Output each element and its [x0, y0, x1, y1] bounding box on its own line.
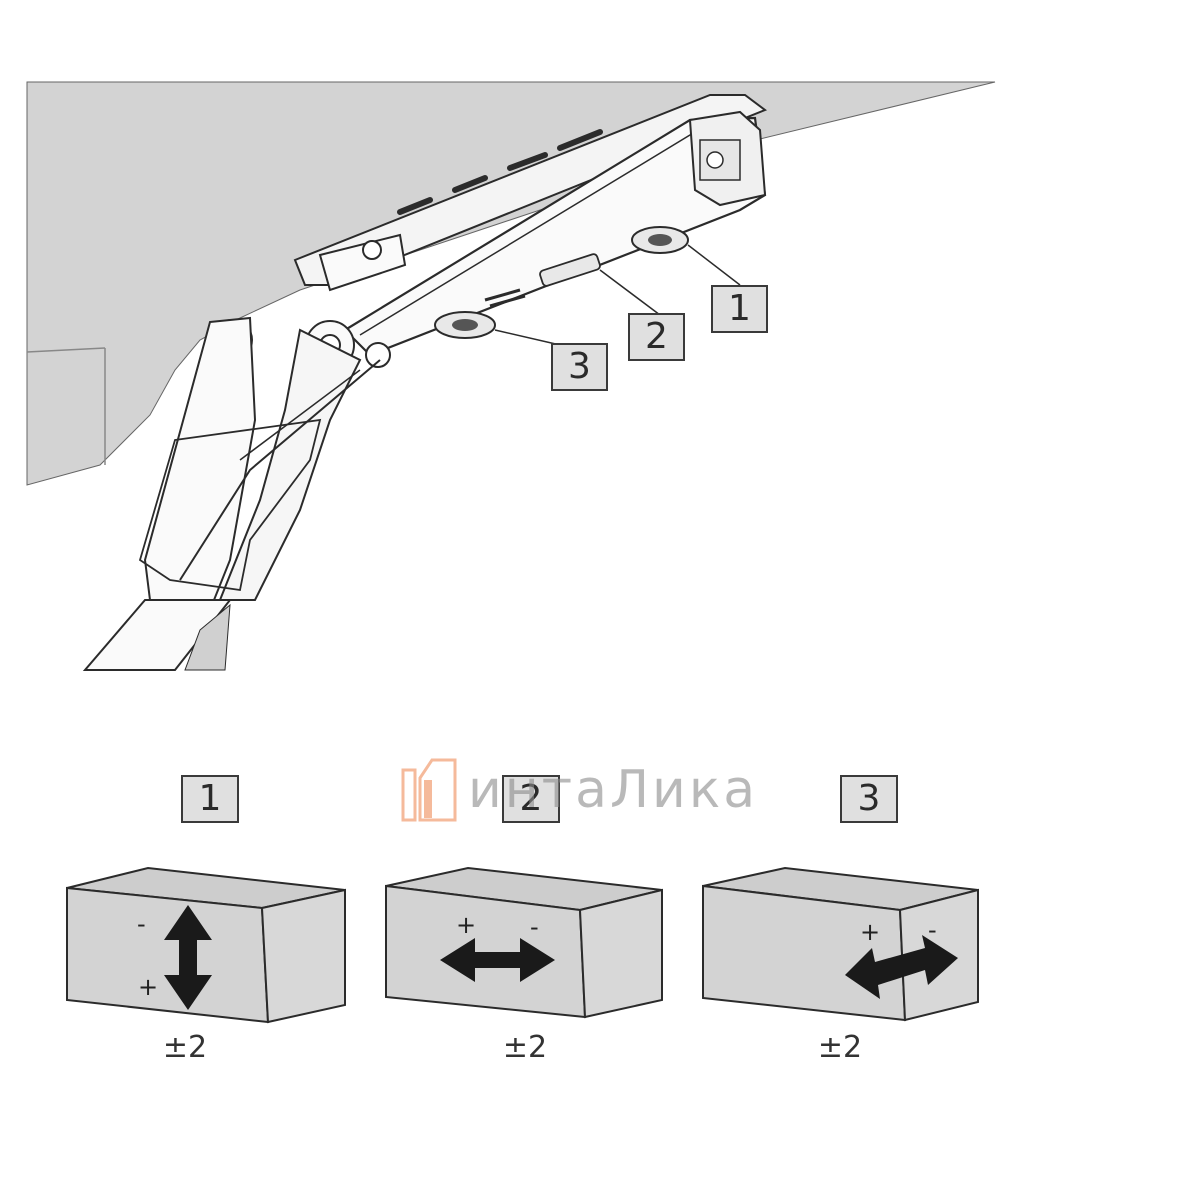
lift-arm-outer — [143, 316, 257, 612]
adjustment-slot-2 — [539, 253, 601, 287]
end-screw — [706, 151, 724, 169]
lift-arm-lower-shadow — [184, 603, 231, 671]
callout-drawing-1: 1 — [711, 285, 768, 333]
double-arrow-horizontal-icon — [440, 938, 555, 982]
callout-drawing-3: 3 — [551, 343, 608, 391]
box-3-plus-sign: + — [860, 918, 881, 946]
tolerance-label-1: ±2 — [162, 1030, 208, 1065]
box-2-plus-sign: + — [456, 911, 477, 939]
box-1-plus-sign: + — [138, 973, 159, 1001]
leader-line-1 — [687, 244, 741, 286]
housing-vent — [484, 288, 526, 308]
double-arrow-depth-icon — [845, 935, 958, 999]
leader-line-2 — [599, 269, 661, 316]
leader-line-3 — [494, 329, 561, 346]
lift-arm-lower — [82, 599, 233, 671]
double-arrow-vertical-icon — [164, 905, 212, 1010]
adjustment-screw-3-center — [452, 319, 478, 331]
box-1-minus-sign: - — [137, 910, 146, 938]
lift-arm-rod — [179, 359, 381, 581]
watermark-text: интаЛика — [468, 760, 759, 820]
callout-legend-2: 2 — [502, 775, 560, 823]
lift-arm-rod — [239, 369, 361, 461]
tolerance-label-3: ±2 — [817, 1030, 863, 1065]
adjustment-box-3 — [702, 866, 979, 1022]
adjustment-box-1 — [66, 866, 346, 1024]
mounting-plate-slots — [397, 129, 603, 215]
link-joint — [365, 342, 391, 368]
callout-legend-1: 1 — [181, 775, 239, 823]
box-3-minus-sign: - — [928, 916, 937, 944]
box-2-minus-sign: - — [530, 913, 539, 941]
lift-arm-bracket — [138, 418, 322, 592]
callout-drawing-2: 2 — [628, 313, 685, 361]
watermark-logo-mark — [401, 758, 457, 822]
callout-legend-3: 3 — [840, 775, 898, 823]
cabinet-edge-line — [26, 347, 106, 353]
adjustment-box-2 — [385, 866, 663, 1019]
cabinet-top-panel — [26, 81, 996, 486]
adjustment-screw-1-center — [648, 234, 672, 246]
tolerance-label-2: ±2 — [502, 1030, 548, 1065]
mounting-plate — [293, 94, 768, 286]
screw-head — [362, 240, 382, 260]
